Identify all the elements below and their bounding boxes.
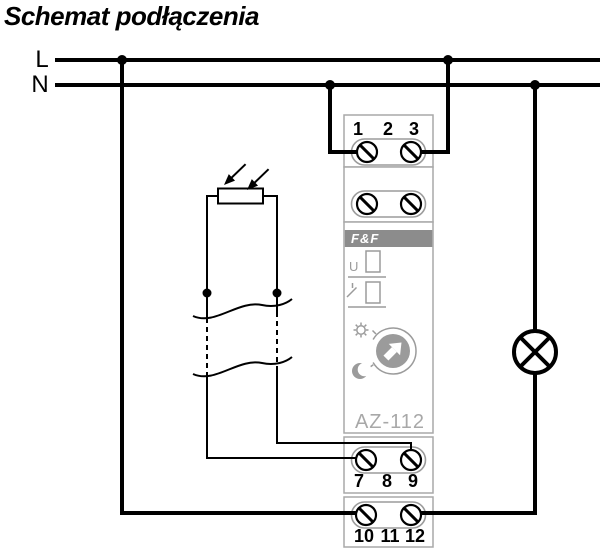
terminal-label-3: 3: [408, 119, 420, 139]
junction-dot: [272, 288, 282, 298]
wire-L-to-terminal10: [120, 60, 366, 515]
screw-terminal-7: [354, 448, 378, 472]
junction-dot: [117, 55, 127, 65]
wire-L-to-terminal3: [411, 60, 450, 154]
junction-dot: [325, 80, 335, 90]
led-indicators: [346, 250, 386, 308]
terminal-label-1: 1: [352, 119, 364, 139]
screw-terminal-1: [355, 140, 379, 164]
page-title: Schemat podłączenia: [4, 1, 259, 31]
screw-terminals: [354, 140, 423, 527]
screw-terminal-12: [399, 503, 423, 527]
lamp-icon: [512, 329, 558, 375]
photoresistor-icon: [217, 187, 264, 205]
mains-wiring: [55, 55, 600, 515]
model-label: AZ-112: [354, 411, 426, 433]
junction-dot: [530, 80, 540, 90]
scale-tick-max: [371, 329, 377, 335]
brand-band: [344, 230, 433, 247]
terminal-label-8: 8: [381, 471, 393, 491]
power-led-icon: [365, 250, 381, 273]
sensor-wire-right-upper: [263, 195, 278, 312]
screw-terminal-9: [399, 448, 423, 472]
label-line-L: L: [35, 46, 49, 73]
sun-icon: [353, 322, 369, 338]
junction-dot: [202, 288, 212, 298]
relay-led-icon: [365, 281, 381, 304]
terminal-label-9: 9: [407, 471, 419, 491]
brand-logo: F&F: [351, 231, 380, 246]
terminal-label-12: 12: [404, 526, 426, 546]
moon-icon: [352, 362, 372, 379]
wire-N-lamp-terminal12: [411, 85, 537, 515]
wire-N-to-terminal1: [328, 85, 367, 154]
screw-terminal-3: [399, 140, 423, 164]
terminal-label-11: 11: [380, 526, 400, 546]
terminal-block-unlabeled: [343, 166, 434, 223]
screw-terminal-10: [354, 503, 378, 527]
sensor-wire-left-to-terminal7: [206, 372, 366, 459]
cable-break-wave-bottom: [192, 356, 293, 378]
sensor-circuit: [192, 163, 412, 460]
light-arrows-icon: [224, 163, 270, 190]
relay-contact-icon: [346, 283, 358, 298]
power-led-label: U: [349, 259, 359, 274]
label-line-N: N: [31, 71, 49, 98]
module-front-panel: [343, 221, 434, 434]
terminal-label-10: 10: [353, 526, 375, 546]
sensor-wire-left-upper: [206, 195, 218, 318]
terminal-label-7: 7: [353, 471, 365, 491]
threshold-knob-icon: [376, 334, 410, 368]
screw-terminal-aux-right: [399, 192, 423, 216]
screw-terminal-aux-left: [355, 192, 379, 216]
threshold-adjustment: [352, 322, 417, 379]
cable-break-wave-top: [192, 298, 293, 320]
terminal-label-2: 2: [382, 119, 394, 139]
knob-scale-arc: [372, 327, 417, 375]
junction-dot: [443, 55, 453, 65]
